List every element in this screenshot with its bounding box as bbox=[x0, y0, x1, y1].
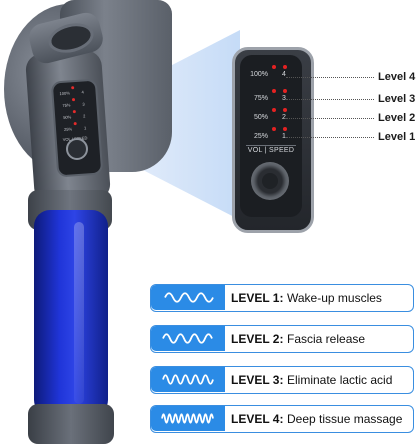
panel-num-2: 2 bbox=[83, 113, 86, 119]
zoom-row-1: 25% 1 bbox=[242, 127, 298, 145]
legend-desc: Eliminate lactic acid bbox=[287, 373, 393, 387]
wave-icon bbox=[151, 326, 225, 351]
vol-speed-label: VOL | SPEED bbox=[247, 147, 295, 154]
level-4-callout: Level 4 bbox=[378, 71, 416, 83]
legend-desc: Deep tissue massage bbox=[287, 412, 403, 426]
panel-pct-2: 50% bbox=[63, 114, 72, 120]
legend-level-2: LEVEL 2: Fascia release bbox=[150, 325, 414, 353]
leader-line bbox=[286, 118, 374, 119]
led bbox=[72, 110, 76, 114]
leader-line bbox=[286, 137, 374, 138]
gun-base bbox=[28, 404, 114, 444]
blue-grip bbox=[34, 210, 108, 416]
legend-level-3: LEVEL 3: Eliminate lactic acid bbox=[150, 366, 414, 394]
power-button[interactable] bbox=[66, 138, 88, 160]
wave-icon bbox=[151, 367, 225, 392]
divider bbox=[246, 145, 296, 146]
legend-level-4: LEVEL 4: Deep tissue massage bbox=[150, 405, 414, 433]
led bbox=[283, 65, 287, 69]
level-3-callout: Level 3 bbox=[378, 93, 416, 105]
led bbox=[283, 127, 287, 131]
legend-title: LEVEL 1: bbox=[231, 291, 284, 305]
led bbox=[272, 89, 276, 93]
panel-num-1: 1 bbox=[83, 125, 87, 131]
wave-icon bbox=[151, 285, 225, 310]
device-control-panel: 100% 75% 50% 25% 4 3 2 1 VOL | SPEED bbox=[50, 78, 104, 178]
legend-desc: Fascia release bbox=[287, 332, 366, 346]
level-2-callout: Level 2 bbox=[378, 112, 416, 124]
led bbox=[272, 127, 276, 131]
led bbox=[71, 98, 76, 102]
zoom-row-3: 75% 3 bbox=[242, 89, 298, 107]
panel-pct-3: 75% bbox=[62, 102, 71, 108]
legend-desc: Wake-up muscles bbox=[287, 291, 382, 305]
wave-icon bbox=[151, 406, 225, 431]
legend-title: LEVEL 3: bbox=[231, 373, 284, 387]
legend-level-1: LEVEL 1: Wake-up muscles bbox=[150, 284, 414, 312]
panel-pct-4: 100% bbox=[59, 90, 70, 97]
led bbox=[272, 108, 276, 112]
led bbox=[283, 89, 287, 93]
zoom-row-2: 50% 2 bbox=[242, 108, 298, 126]
panel-num-3: 3 bbox=[82, 101, 85, 107]
legend-title: LEVEL 4: bbox=[231, 412, 284, 426]
zoom-row-4: 100% 4 bbox=[242, 65, 298, 83]
led bbox=[283, 108, 287, 112]
panel-pct-1: 25% bbox=[63, 126, 73, 132]
led bbox=[272, 65, 276, 69]
level-1-callout: Level 1 bbox=[378, 131, 416, 143]
legend-title: LEVEL 2: bbox=[231, 332, 284, 346]
leader-line bbox=[286, 99, 374, 100]
speed-button-center bbox=[262, 173, 278, 189]
led bbox=[73, 122, 77, 126]
grip-highlight bbox=[74, 222, 84, 404]
led bbox=[71, 86, 75, 90]
leader-line bbox=[286, 77, 374, 78]
panel-num-4: 4 bbox=[81, 89, 84, 95]
